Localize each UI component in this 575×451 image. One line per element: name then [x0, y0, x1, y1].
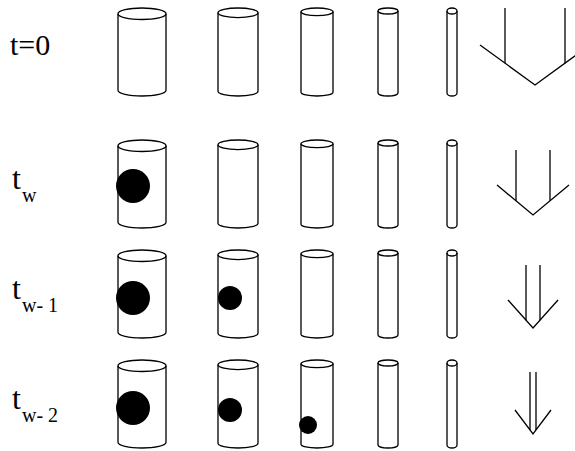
tube — [378, 140, 398, 228]
tube — [378, 360, 398, 448]
down-arrow — [480, 8, 575, 85]
tube-body — [378, 363, 398, 448]
down-arrow — [515, 372, 551, 434]
tube — [218, 140, 258, 228]
tube-top — [378, 140, 398, 146]
tube-body — [301, 144, 333, 228]
tube — [447, 8, 457, 96]
time-label: t — [12, 382, 21, 414]
tube-top — [218, 140, 258, 150]
arrow-shaft — [504, 8, 505, 63]
tube-top — [301, 360, 333, 368]
tube — [447, 140, 457, 228]
ball — [116, 169, 150, 203]
tube — [301, 250, 333, 338]
tube-top — [218, 360, 258, 370]
tube-body — [301, 12, 333, 96]
tube-body — [378, 253, 398, 338]
tube-body — [447, 363, 457, 448]
time-label: t — [12, 272, 21, 304]
time-subscript: w- 1 — [22, 295, 58, 315]
tube-body — [378, 11, 398, 96]
tube-body — [218, 145, 258, 228]
ball — [116, 281, 150, 315]
tube-top — [378, 8, 398, 14]
tube-top — [118, 8, 166, 20]
ball — [116, 391, 150, 425]
tube — [378, 8, 398, 96]
tube — [118, 8, 166, 96]
arrow-shaft — [539, 265, 540, 320]
tube — [378, 250, 398, 338]
tube-top — [301, 250, 333, 258]
tube-top — [378, 250, 398, 256]
arrow-shaft — [525, 265, 526, 320]
tube-top — [301, 140, 333, 148]
tube-body — [218, 255, 258, 338]
tube-top — [118, 250, 166, 262]
arrow-shaft — [564, 8, 565, 63]
arrow-head — [515, 410, 551, 434]
ball — [299, 416, 317, 434]
arrow-shaft — [549, 150, 550, 201]
tube-body — [447, 11, 457, 96]
tube — [447, 360, 457, 448]
tube-top — [218, 250, 258, 260]
tube-body — [447, 253, 457, 338]
arrow-shaft — [515, 150, 516, 201]
tube-body — [447, 143, 457, 228]
tube-top — [447, 8, 457, 14]
time-label: t=0 — [10, 30, 50, 60]
tube — [218, 8, 258, 96]
tube — [301, 360, 333, 448]
tube-top — [447, 250, 457, 256]
ball — [218, 398, 242, 422]
tube — [447, 250, 457, 338]
tube — [218, 250, 258, 338]
tube-top — [301, 8, 333, 16]
tube-body — [118, 14, 166, 96]
time-label: t — [12, 162, 21, 194]
tube-top — [118, 140, 166, 152]
tube-top — [118, 360, 166, 372]
tube-body — [301, 364, 333, 448]
tube-top — [447, 140, 457, 146]
arrow-head — [480, 45, 575, 85]
arrow-shaft — [529, 372, 530, 430]
tube — [301, 140, 333, 228]
tube-top — [378, 360, 398, 366]
tube-body — [218, 365, 258, 448]
time-subscript: w — [22, 185, 36, 205]
tube-body — [218, 13, 258, 96]
tube — [301, 8, 333, 96]
tube-body — [301, 254, 333, 338]
arrow-head — [497, 185, 569, 215]
arrow-head — [508, 300, 558, 328]
tube-body — [378, 143, 398, 228]
tube-top — [218, 8, 258, 18]
tube-top — [447, 360, 457, 366]
ball — [218, 286, 242, 310]
arrow-shaft — [535, 372, 536, 430]
time-subscript: w- 2 — [22, 405, 58, 425]
down-arrow — [508, 265, 558, 328]
down-arrow — [497, 150, 569, 215]
tube — [218, 360, 258, 448]
